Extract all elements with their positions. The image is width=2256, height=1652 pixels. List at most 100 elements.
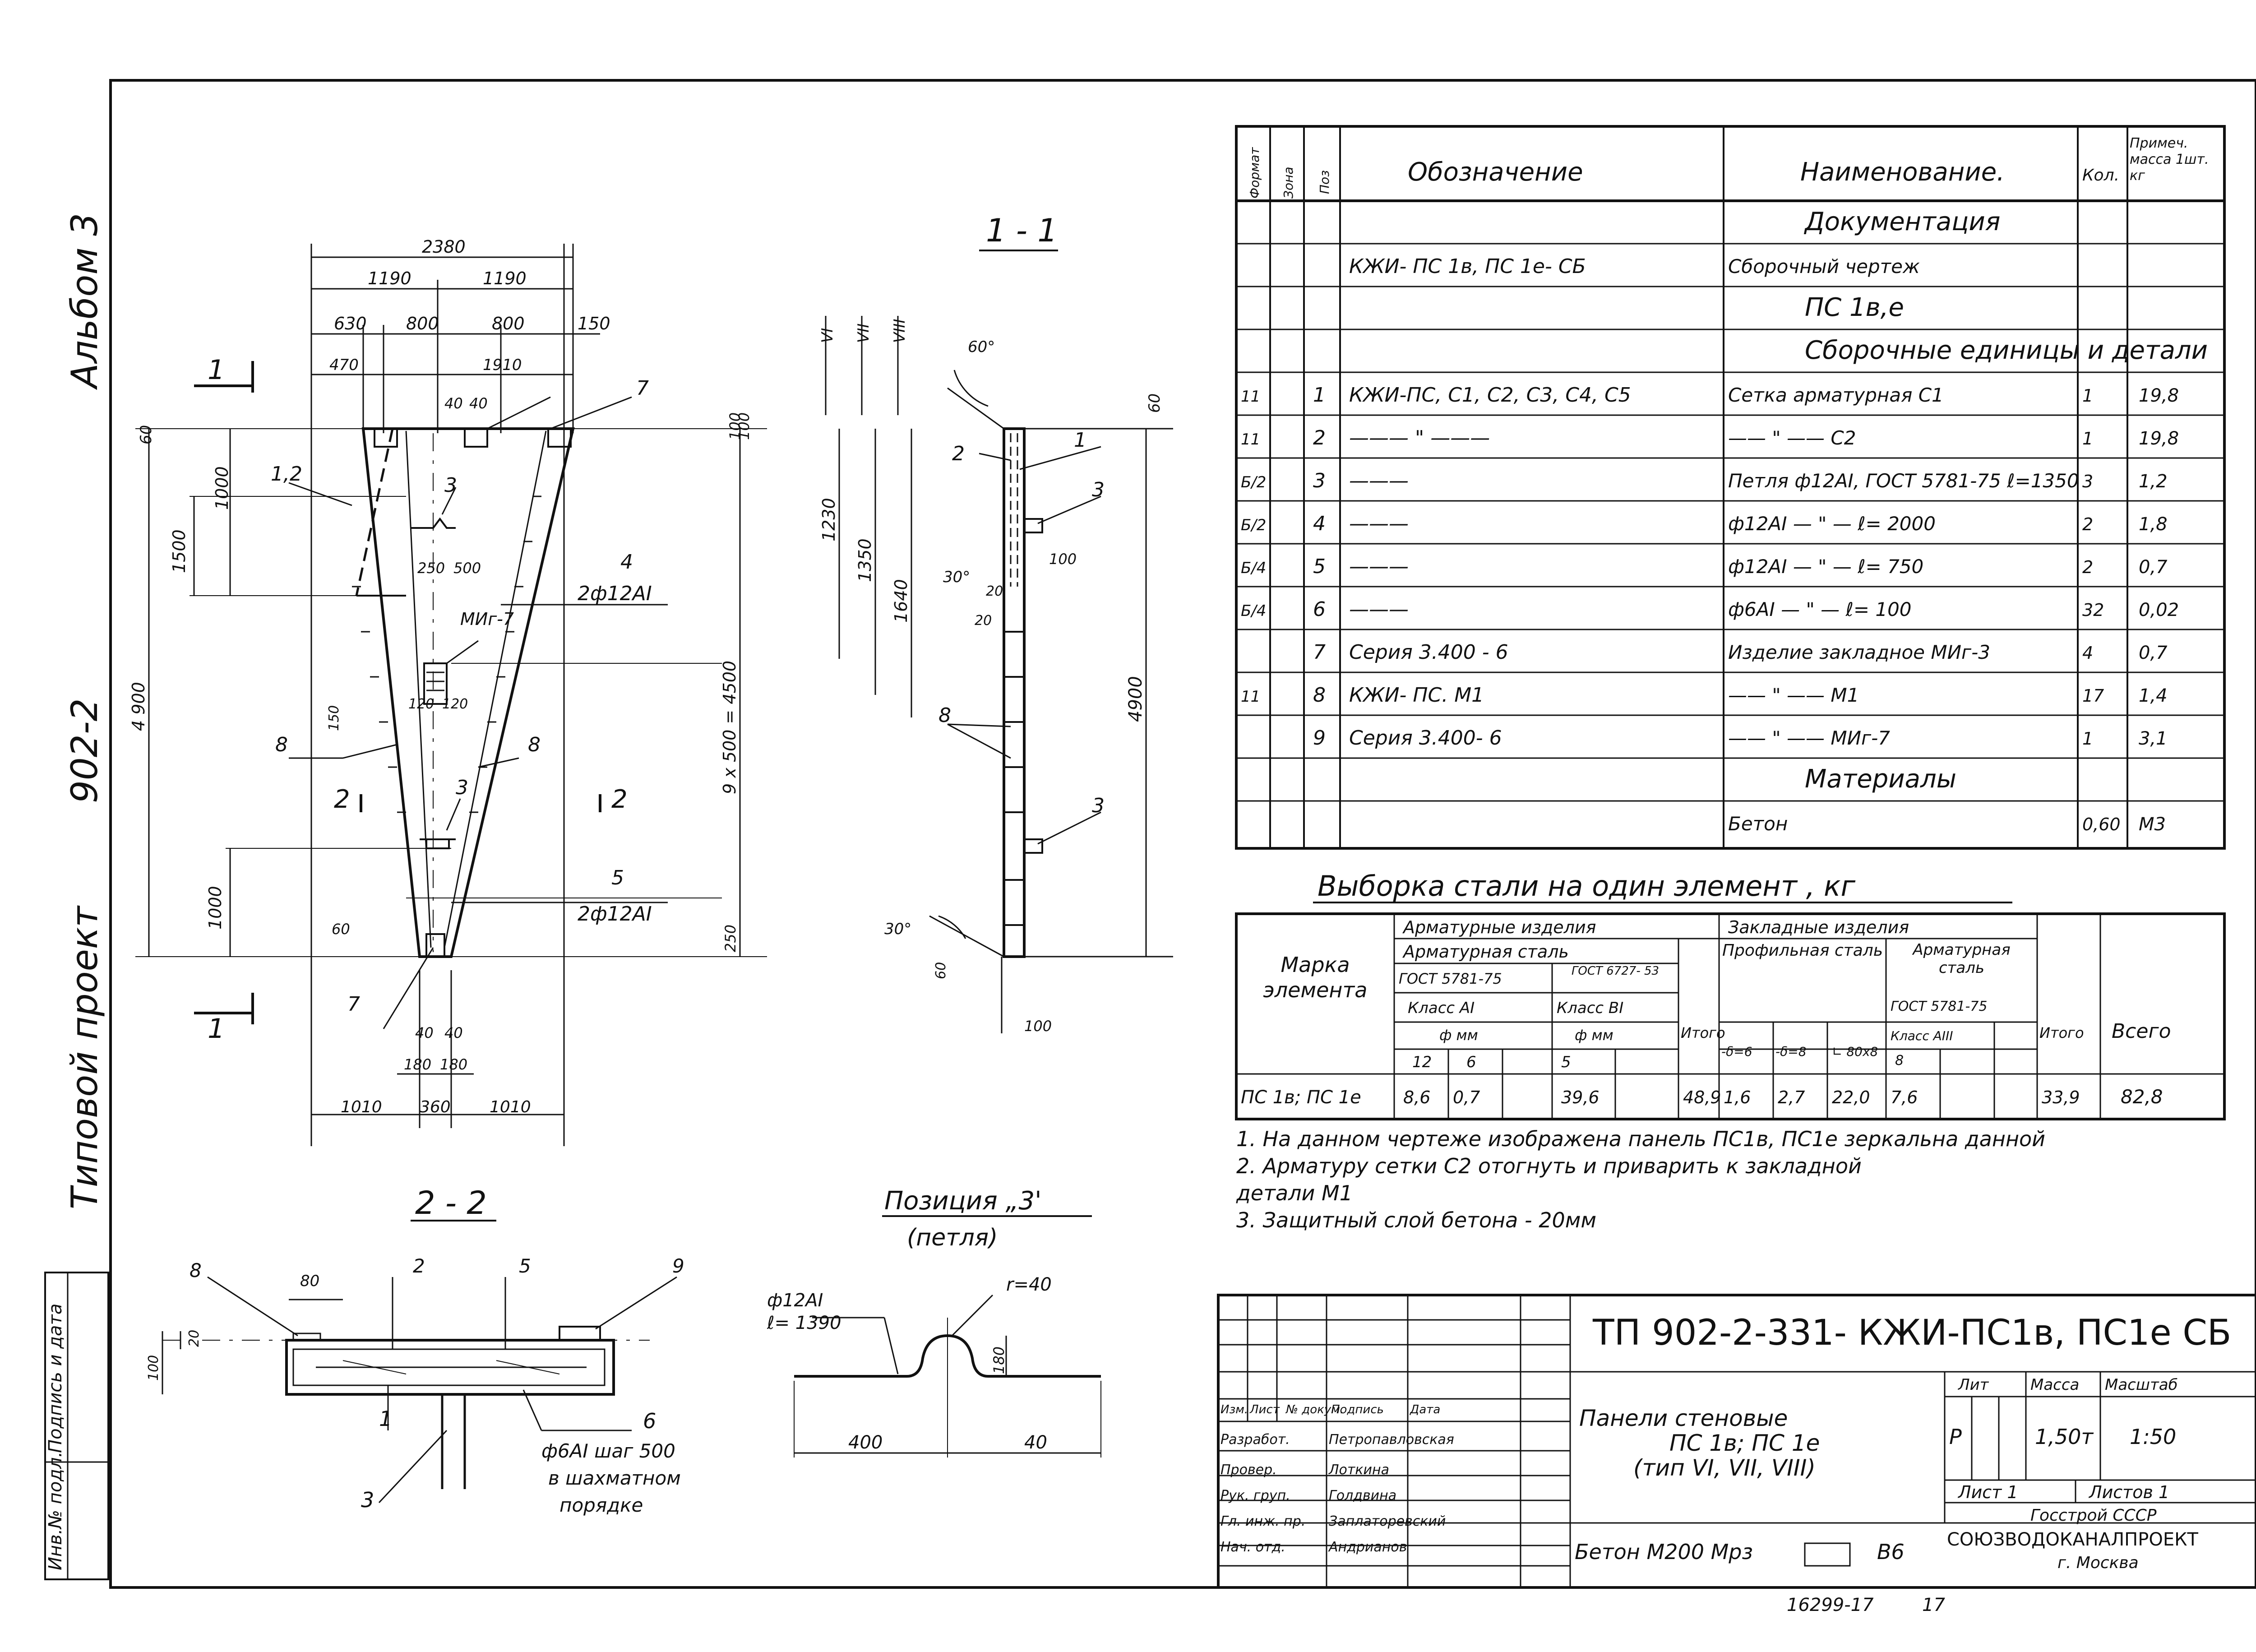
tb-role: Рук. груп. — [1220, 1488, 1290, 1504]
spec-cell-name: Сетка арматурная С1 — [1728, 384, 1944, 406]
spec-cell-name: ПС 1в,е — [1805, 293, 1904, 322]
tb-org2: СОЮЗВОДОКАНАЛПРОЕКТ — [1947, 1529, 2199, 1550]
steel-head-gost3: ГОСТ 5781-75 — [1891, 999, 1987, 1014]
steel-head-mark: Марка элемента — [1263, 953, 1368, 1002]
steel-head-arm-steel: Арматурная сталь — [1402, 942, 1569, 962]
dim-150b: 150 — [326, 705, 342, 731]
tb-col-list: Лист — [1249, 1403, 1280, 1416]
signature-label: Подпись и дата — [45, 1304, 66, 1453]
steel-head-gost2: ГОСТ 6727- 53 — [1571, 965, 1660, 978]
project-type-label: Типовой проект — [64, 905, 106, 1209]
s22-label-1: 1 — [379, 1407, 392, 1431]
spec-cell-qty: 4 — [2082, 643, 2093, 663]
loop-bar: ф12АI — [767, 1290, 823, 1311]
spec-cell-position: 1 — [1313, 384, 1326, 407]
spec-cell-name: —— " —— С2 — [1728, 427, 1856, 449]
notes-block: 1. На данном чертеже изображена панель П… — [1236, 1127, 2045, 1232]
spec-cell-name: Петля ф12АI, ГОСТ 5781-75 ℓ=1350 — [1728, 470, 2079, 492]
tb-lit-head: Лит — [1957, 1376, 1989, 1394]
dim-470: 470 — [329, 356, 359, 374]
angle-60: 60° — [968, 338, 995, 356]
s22-label-2: 2 — [413, 1255, 425, 1277]
spec-cell-qty: 0,60 — [2082, 814, 2121, 834]
label-8a: 8 — [275, 733, 288, 756]
tb-role: Провер. — [1220, 1462, 1277, 1478]
steel-row-mark: ПС 1в; ПС 1е — [1241, 1087, 1361, 1108]
steel-row-s6: 1,6 — [1724, 1087, 1751, 1107]
spec-cell-qty: 32 — [2082, 600, 2104, 620]
spec-cell-position: 3 — [1313, 469, 1326, 492]
dim-1640: 1640 — [891, 579, 911, 623]
dim-100b: 100 — [1049, 551, 1077, 568]
dim-top-half-r: 1190 — [483, 268, 527, 288]
s22-label-8: 8 — [190, 1259, 202, 1282]
steel-head-s8: -δ=8 — [1775, 1044, 1807, 1059]
title-block: ТП 902-2-331- КЖИ-ПС1в, ПС1е СБ Панели с… — [1217, 1294, 2256, 1589]
spec-head-qty: Кол. — [2082, 166, 2119, 185]
tb-org1: Госстрой СССР — [2030, 1506, 2157, 1525]
note-1: 1. На данном чертеже изображена панель П… — [1236, 1127, 2045, 1151]
s22-label-80: 80 — [300, 1272, 319, 1290]
section-1-1-title: 1 - 1 — [986, 212, 1058, 249]
tb-col-izm: Изм. — [1220, 1403, 1248, 1416]
dim-60d: 60 — [933, 962, 949, 979]
side-stamp: Инв.№ подл. Подпись и дата — [44, 1272, 109, 1580]
steel-head-all: Всего — [2112, 1020, 2171, 1043]
label-mig7: МИг-7 — [460, 609, 514, 629]
steel-row-t1: 48,9 — [1683, 1087, 1721, 1107]
dim-800b: 800 — [492, 314, 525, 333]
steel-row-t2: 33,9 — [2042, 1087, 2080, 1107]
loop-w2: 40 — [1024, 1432, 1047, 1453]
dim-4900b: 4900 — [1125, 676, 1146, 722]
steel-head-class-a: Класс АI — [1408, 999, 1475, 1017]
tb-sheet: Лист 1 — [1957, 1482, 2018, 1502]
loop-w1: 400 — [848, 1432, 883, 1453]
album-label: Альбом 3 — [64, 213, 106, 390]
label-8b: 8 — [528, 733, 541, 756]
dim-bot-360: 360 — [420, 1098, 451, 1116]
steel-head-emb: Закладные изделия — [1728, 917, 1909, 937]
tb-scale-head: Масштаб — [2105, 1376, 2178, 1394]
spec-cell-designation: ——— — [1349, 555, 1409, 578]
spec-cell-designation: ——— " ——— — [1349, 426, 1490, 449]
dim-1000: 1000 — [212, 466, 232, 510]
spec-cell-designation: ——— — [1349, 512, 1409, 535]
steel-row-l80: 22,0 — [1832, 1087, 1870, 1107]
spec-cell-designation: Серия 3.400 - 6 — [1349, 641, 1508, 664]
cut-2-right: 2 — [611, 785, 628, 814]
dim-left-60: 60 — [137, 425, 155, 444]
spec-cell-qty: 2 — [2082, 514, 2093, 534]
steel-row-d8: 7,6 — [1891, 1087, 1918, 1107]
tb-lit: Р — [1949, 1425, 1962, 1449]
sec-label-8: 8 — [938, 704, 951, 727]
specification-table: Формат Зона Поз Обозначение Наименование… — [1235, 125, 2226, 850]
spec-head-pos: Поз — [1317, 170, 1332, 194]
spec-cell-mass: 0,02 — [2139, 600, 2179, 620]
steel-row-d12: 8,6 — [1403, 1087, 1430, 1107]
dim-60c: 60 — [1146, 393, 1164, 413]
spec-cell-mass: 19,8 — [2139, 428, 2179, 449]
dim-bot-180a: 180 — [404, 1056, 431, 1073]
spec-cell-designation: КЖИ- ПС 1в, ПС 1е- СБ — [1349, 255, 1586, 278]
tb-org3: г. Москва — [2057, 1554, 2139, 1572]
spec-cell-position: 5 — [1313, 555, 1326, 578]
steel-head-d6: 6 — [1466, 1053, 1476, 1071]
dim-100c: 100 — [1024, 1018, 1052, 1035]
dim-bot-40b: 40 — [444, 1024, 463, 1041]
spec-cell-qty: 17 — [2082, 686, 2104, 706]
tb-mass: 1,50т — [2035, 1425, 2094, 1449]
spec-head-format: Формат — [1247, 147, 1262, 199]
label-5: 5 — [611, 866, 624, 889]
steel-head-prof: Профильная сталь — [1722, 941, 1883, 960]
tb-role-name: Лоткина — [1328, 1462, 1389, 1478]
dim-630: 630 — [334, 314, 367, 333]
spec-cell-name: Документация — [1803, 207, 2000, 236]
dim-1910: 1910 — [483, 356, 522, 374]
type-viii: VIII — [891, 319, 909, 343]
label-7b: 7 — [347, 993, 360, 1016]
spec-cell-format: Б/4 — [1241, 559, 1266, 577]
spec-cell-name: ф12АI — " — ℓ= 750 — [1728, 555, 1923, 578]
bottom-page-number: 17 — [1922, 1595, 1945, 1615]
dim-150: 150 — [578, 314, 610, 333]
dim-20a: 20 — [986, 583, 1003, 599]
